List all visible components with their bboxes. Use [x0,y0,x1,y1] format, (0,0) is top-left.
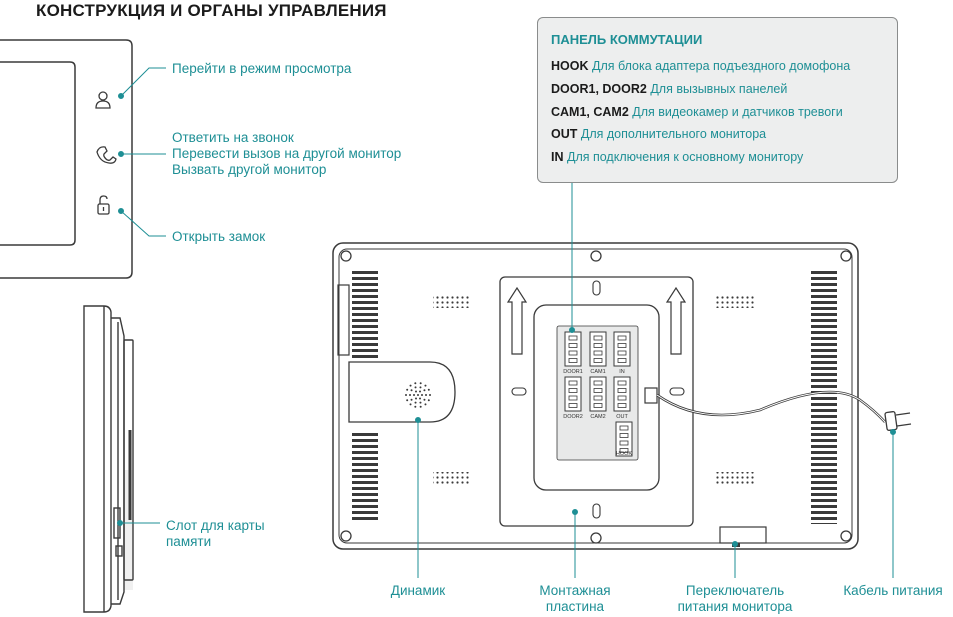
switch-panel-legend: ПАНЕЛЬ КОММУТАЦИИ HOOK Для блока адаптер… [537,17,898,183]
label-power-switch-line-1: Переключатель [685,583,785,598]
label-unlock: Открыть замок [172,229,265,245]
label-speaker: Динамик [368,583,468,599]
label-card-slot-line-2: памяти [166,534,212,549]
card-slot-callout [117,520,160,526]
user-icon[interactable] [95,91,111,109]
connectors [564,331,633,457]
back-view [332,242,886,550]
label-answer-line-3: Вызвать другой монитор [172,162,327,177]
label-mount-plate-line-2: пластина [545,599,605,614]
front-callouts [118,67,166,237]
label-answer-line-1: Ответить на звонок [172,130,294,145]
label-speaker-text: Динамик [390,583,446,598]
label-card-slot-line-1: Слот для карты [166,518,265,533]
lock-icon[interactable] [97,195,110,215]
connector-cam1-label: CAM1 [590,369,605,375]
panel-row-key: DOOR1, DOOR2 [551,82,647,96]
connector-cam2-label: CAM2 [590,414,605,420]
connector-socket [564,331,582,367]
back-callouts [415,183,896,578]
panel-row-key: IN [551,150,564,164]
panel-row-door: DOOR1, DOOR2 Для вызывных панелей [551,82,787,96]
page-title: КОНСТРУКЦИЯ И ОРГАНЫ УПРАВЛЕНИЯ [36,1,387,20]
label-mount-plate-line-1: Монтажная [539,583,611,598]
side-view [83,305,134,613]
panel-row-value: Для видеокамер и датчиков тревоги [632,105,843,119]
panel-row-key: CAM1, CAM2 [551,105,629,119]
label-unlock-text: Открыть замок [172,229,266,244]
label-mount-plate: Монтажная пластина [515,583,635,615]
panel-row-value: Для блока адаптера подъездного домофона [591,59,851,73]
label-power-cable: Кабель питания [834,583,952,599]
label-card-slot: Слот для карты памяти [166,518,265,550]
connector-labels: DOOR1 CAM1 IN DOOR2 CAM2 OUT HOOK [563,369,632,457]
label-view-mode-text: Перейти в режим просмотра [172,61,352,76]
front-view [0,39,133,279]
connector-hook-label: HOOK [616,451,633,457]
connector-out-label: OUT [616,414,628,420]
speaker-icon [405,382,431,408]
label-view-mode: Перейти в режим просмотра [172,61,351,77]
panel-row-value: Для подключения к основному монитору [566,150,804,164]
label-power-switch-line-2: питания монитора [677,599,793,614]
panel-row-key: OUT [551,127,578,141]
panel-row-in: IN Для подключения к основному монитору [551,150,803,164]
connector-socket [589,376,607,412]
phone-icon[interactable] [96,146,117,164]
panel-row-cam: CAM1, CAM2 Для видеокамер и датчиков тре… [551,105,843,119]
panel-row-value: Для дополнительного монитора [580,127,767,141]
connector-door1-label: DOOR1 [563,369,583,375]
plug-icon [884,411,912,431]
label-answer-call: Ответить на звонок Перевести вызов на др… [172,130,401,178]
connector-socket [615,421,633,457]
panel-title: ПАНЕЛЬ КОММУТАЦИИ [551,32,703,47]
panel-row-value: Для вызывных панелей [650,82,788,96]
connector-socket [613,376,631,412]
connector-socket [613,331,631,367]
connector-socket [589,331,607,367]
connector-in-label: IN [619,369,625,375]
connector-door2-label: DOOR2 [563,414,583,420]
panel-row-key: HOOK [551,59,589,73]
label-power-cable-text: Кабель питания [843,583,943,598]
label-power-switch: Переключатель питания монитора [665,583,805,615]
label-answer-line-2: Перевести вызов на другой монитор [172,146,402,161]
panel-row-out: OUT Для дополнительного монитора [551,127,766,141]
connector-socket [564,376,582,412]
panel-row-hook: HOOK Для блока адаптера подъездного домо… [551,59,850,73]
